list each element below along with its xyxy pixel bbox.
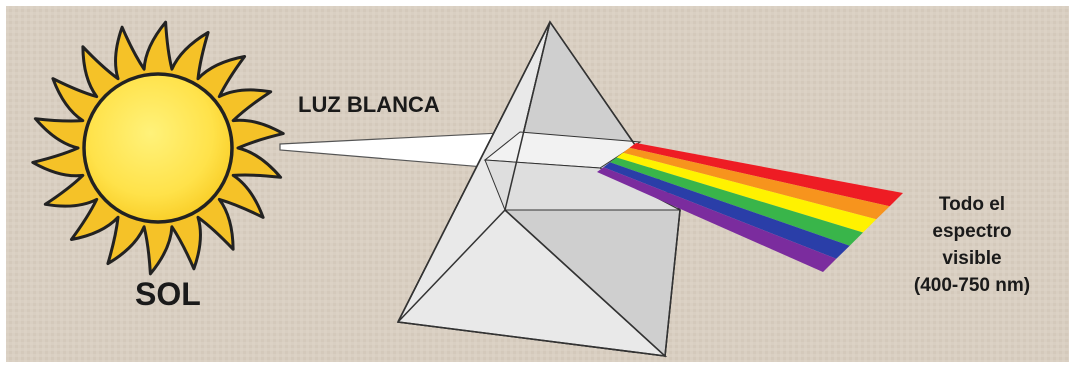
spectrum-caption-line-1: Todo el	[939, 194, 1005, 215]
sun-disc	[84, 74, 232, 222]
sol-label: SOL	[135, 276, 201, 312]
luz-blanca-label: LUZ BLANCA	[298, 92, 440, 117]
spectrum-caption-line-2: espectro	[932, 221, 1011, 242]
spectrum-caption-line-4: (400-750 nm)	[914, 275, 1030, 296]
spectrum-caption-line-3: visible	[942, 248, 1001, 269]
